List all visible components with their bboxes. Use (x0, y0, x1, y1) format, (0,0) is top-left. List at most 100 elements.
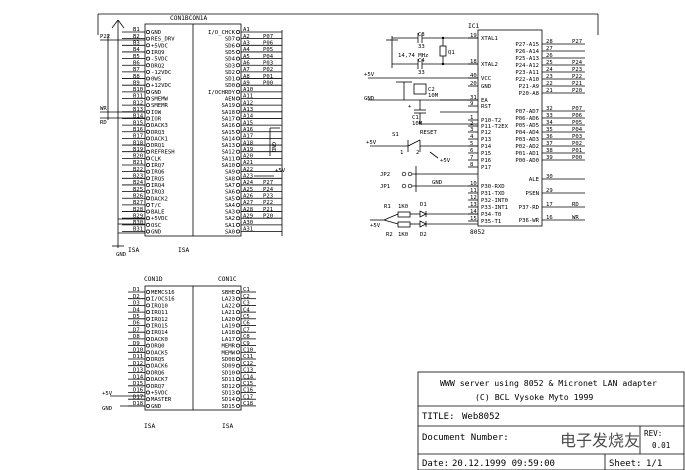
isa-ab-pin-num: A25 (243, 187, 253, 193)
isa-ab-pin-num: B20 (133, 154, 143, 160)
isa-ab-net-label: P24 (263, 187, 274, 193)
mcu-pin-num: 18 (470, 59, 477, 65)
isa-cd-pin-name: LA23 (222, 297, 235, 303)
mcu-pin-num: 35 (546, 127, 553, 133)
isa-ab-pin-name: GND (151, 30, 162, 36)
isa-ab-pin-num: B24 (133, 180, 144, 186)
isa-ab-pin-name: SA7 (225, 183, 235, 189)
isa-ab-pin-num: A11 (243, 94, 253, 100)
mcu-pin-num: 29 (546, 188, 553, 194)
mcu-pin-name: P33-INT1 (481, 205, 508, 211)
mcu-pin-name: P14 (481, 144, 492, 150)
isa-cd-pin-name: DACK5 (151, 350, 168, 356)
isa-ab-pin-name: +5VDC (151, 43, 168, 49)
isa-ab-pin-name: SMEMW (151, 97, 168, 103)
isa-ab-pin-name: SA8 (225, 176, 236, 182)
isa-cd-pin-num: D10 (133, 348, 143, 354)
isa-ab-pin-name: SD4 (225, 57, 236, 63)
isa-ab-pin-num: B1 (133, 27, 140, 33)
isa-cd-pin-num: D2 (133, 294, 140, 300)
isa-cd-pin-name: IRQ15 (151, 324, 168, 330)
mcu-pin-name: P22-A10 (515, 77, 539, 83)
isa-cd-pin-name: IRQ11 (151, 310, 168, 316)
title-value: Web8052 (462, 412, 500, 422)
isa-ab-pin-num: B3 (133, 41, 140, 47)
isa-cd-pin-num: C7 (243, 327, 250, 333)
c1-ref: C1 (412, 115, 419, 121)
isa-cd-pin-name: SD13 (222, 391, 235, 397)
mcu-pin-name: P00-AD0 (515, 158, 539, 164)
isa-ab-net-label: P01 (263, 74, 273, 80)
mcu-pin-name: P11-T2EX (481, 124, 509, 130)
q1-ref: Q1 (448, 50, 455, 56)
c4-value: 33 (418, 70, 425, 76)
isa-ab-pin-num: A17 (243, 134, 253, 140)
mcu-pin-name: P32-INT0 (481, 198, 508, 204)
isa-ab-pin-num: A7 (243, 67, 250, 73)
isa-ab-pin-num: B28 (133, 207, 144, 213)
isa-ab-pin-num: A16 (243, 127, 253, 133)
mcu-pin-name: EA (481, 98, 488, 104)
isa-cd-pin-name: +5VDC (151, 391, 168, 397)
isa-ab-pin-name: IRQ5 (151, 176, 164, 182)
isa-ab-pin-num: B25 (133, 187, 143, 193)
mcu-pin-name: P12 (481, 130, 491, 136)
mcu-pin-name: P21-A9 (519, 84, 539, 90)
plus5v-isa-cd: +5V (102, 391, 113, 397)
isa-ab-pin-num: A8 (243, 74, 250, 80)
isa-ab-pin-num: A28 (243, 207, 254, 213)
isa-cd-pin-name: LA18 (222, 330, 236, 336)
isa-ab-pin-num: A22 (243, 167, 253, 173)
isa-cd-pin-num: C4 (243, 307, 250, 313)
isa-ab-pin-name: SA13 (222, 143, 235, 149)
isa-ab-pin-name: IOW (151, 110, 162, 116)
isa-ab-pin-name: SMEMR (151, 103, 168, 109)
mcu-pin-num: 30 (546, 174, 553, 180)
isa-ab-net-label: P21 (263, 207, 273, 213)
isa-cd-pin-num: C1 (243, 287, 250, 293)
mcu-pin-name: P24-A12 (515, 63, 539, 69)
isa-ab-pin-name: SD3 (225, 63, 235, 69)
isa-ab-pin-num: B14 (133, 114, 144, 120)
mcu-pin-num: 4 (470, 134, 474, 140)
isa-ab-pin-num: A12 (243, 100, 253, 106)
isa-cd-pin-num: C18 (243, 401, 254, 407)
isa-ab-pin-name: +12VDC (151, 83, 171, 89)
net-wr-left: WR (100, 106, 107, 112)
isa-ab-pin-name: SA10 (222, 163, 235, 169)
isa-ab-pin-name: -12VDC (151, 70, 171, 76)
mcu-pin-name: P37-RD (519, 205, 540, 211)
mcu-pin-num: 7 (470, 155, 473, 161)
isa-ab-net-label: P00 (263, 80, 273, 86)
isa-cd-footer-left: ISA (144, 423, 155, 430)
isa-ab-net-label: P04 (263, 54, 274, 60)
isa-ab-pin-name: SA3 (225, 210, 235, 216)
mcu-pin-num: 23 (546, 74, 553, 80)
isa-ab-pin-num: B31 (133, 227, 143, 233)
mcu-net-label: P07 (572, 106, 582, 112)
isa-cd-pin-num: C15 (243, 381, 253, 387)
isa-ab-pin-name: SA9 (225, 170, 235, 176)
isa-ab-pin-num: A10 (243, 87, 253, 93)
isa-ab-pin-num: B30 (133, 220, 143, 226)
isa-ab-pin-num: B29 (133, 213, 143, 219)
isa-ab-pin-name: SD0 (225, 83, 235, 89)
isa-ab-pin-name: IRQ6 (151, 170, 164, 176)
mcu-pin-num: 21 (546, 88, 553, 94)
s1-pin1: 1 (400, 150, 403, 156)
isa-ab-pin-name: DRQ2 (151, 63, 164, 69)
isa-ab-net-label: P06 (263, 41, 273, 47)
isa-cd-pin-name: SD15 (222, 404, 235, 410)
mcu-pin-num: 5 (470, 141, 473, 147)
isa-cd-footer-right: ISA (222, 423, 233, 430)
isa-ab-pin-name: DACK3 (151, 123, 168, 129)
gnd-jp: GND (432, 180, 443, 186)
mcu-net-label: P27 (572, 39, 582, 45)
isa-ab-footer-left: ISA (128, 247, 139, 254)
mcu-net-label: P01 (572, 148, 582, 154)
